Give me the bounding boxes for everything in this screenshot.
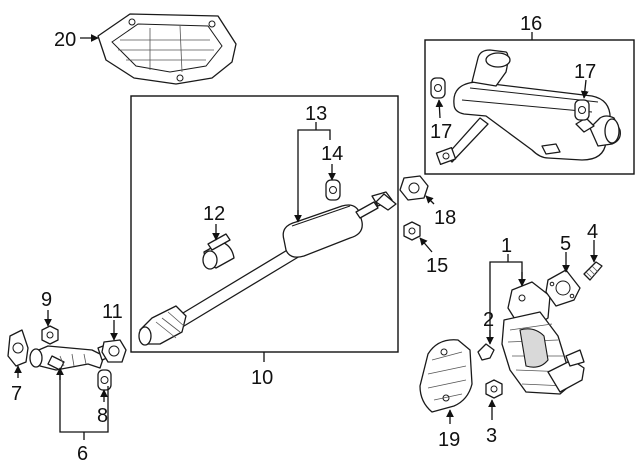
nut-part-3 [485,379,503,399]
heat-shield-part-19 [419,339,473,413]
callout-6: 6 [77,443,88,465]
hanger-part-8 [97,369,112,391]
nut-part-9 [41,325,59,345]
gasket-part-5 [545,269,581,307]
hanger-part-14 [325,179,341,201]
hanger-part-17-left [430,77,446,99]
group-box-16 [424,39,635,175]
nut-part-15 [403,221,421,241]
gasket-part-7 [7,329,29,367]
callout-19: 19 [438,429,460,451]
callout-2: 2 [483,309,494,331]
callout-8: 8 [97,405,108,427]
heat-shield-part-20 [97,13,237,85]
callout-5: 5 [560,233,571,255]
leader-lines [14,32,598,440]
callout-13: 13 [305,103,327,125]
callout-1: 1 [501,235,512,257]
callout-17-left: 17 [430,121,452,143]
clamp-part-12 [202,233,235,270]
callout-20: 20 [54,29,76,51]
front-pipe-part-6 [29,343,113,371]
manifold-converter-part-1 [501,281,585,395]
callout-9: 9 [41,289,52,311]
callout-15: 15 [426,255,448,277]
callout-7: 7 [11,383,22,405]
callout-17-right: 17 [574,61,596,83]
gasket-part-11 [101,339,127,363]
center-pipe-part-10 [138,191,397,346]
callout-3: 3 [486,425,497,447]
rear-muffler-part-16 [435,49,621,166]
stud-part-4 [583,261,603,281]
callout-labels: 20 16 17 17 13 14 12 10 18 15 1 5 4 2 3 … [11,13,598,465]
callout-18: 18 [434,207,456,229]
callout-11: 11 [102,301,123,323]
callout-16: 16 [520,13,542,35]
hanger-part-17-right [574,99,590,121]
callout-12: 12 [203,203,225,225]
callout-4: 4 [587,221,598,243]
gasket-part-18 [399,175,429,201]
callout-10: 10 [251,367,273,389]
clip-part-2 [477,343,495,361]
callout-14: 14 [321,143,343,165]
